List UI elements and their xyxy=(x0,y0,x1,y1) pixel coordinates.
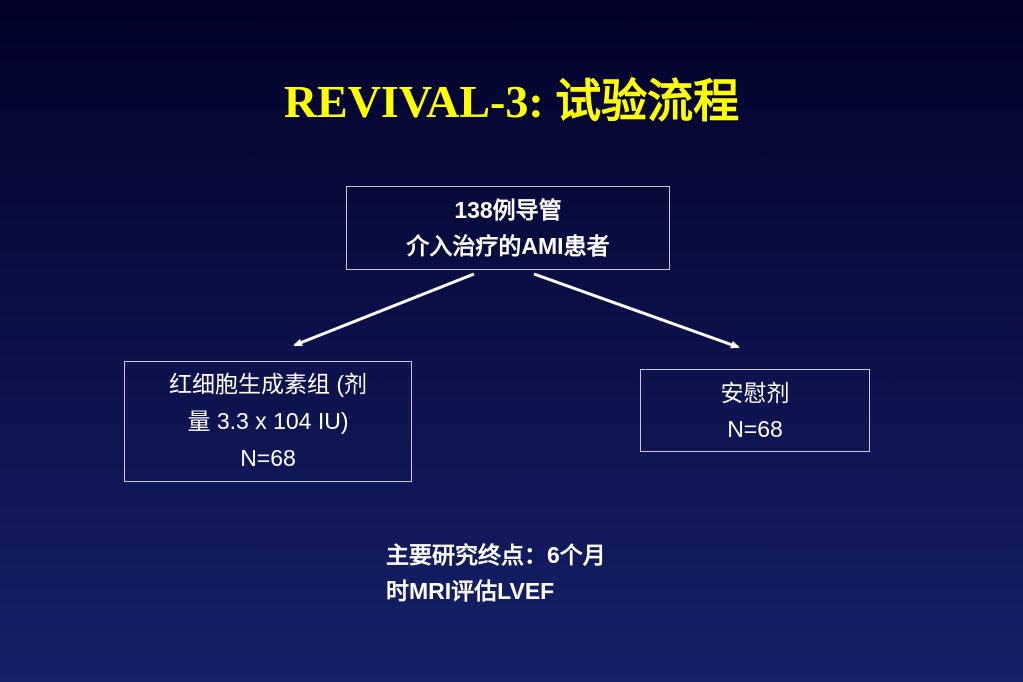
epo-group-line-2: 量 3.3 x 104 IU) xyxy=(187,408,349,434)
placebo-group-line-1: 安慰剂 xyxy=(720,379,790,406)
enrollment-box: 138例导管 介入治疗的AMI患者 xyxy=(346,186,670,270)
primary-endpoint-text: 主要研究终点：6个月 时MRI评估LVEF xyxy=(386,537,606,609)
epo-group-line-3: N=68 xyxy=(240,445,296,471)
placebo-group-line-2: N=68 xyxy=(727,415,783,442)
arrow-to-epo-group xyxy=(293,272,475,347)
arrow-to-placebo-group xyxy=(533,272,740,349)
epo-group-line-1: 红细胞生成素组 (剂 xyxy=(168,371,368,397)
enrollment-line-1: 138例导管 xyxy=(454,197,562,223)
epo-group-box: 红细胞生成素组 (剂 量 3.3 x 104 IU) N=68 xyxy=(124,361,412,482)
placebo-group-box: 安慰剂 N=68 xyxy=(640,369,870,452)
endpoint-line-2: 时MRI评估LVEF xyxy=(386,578,555,604)
slide-title: REVIVAL-3: 试验流程 xyxy=(283,76,740,127)
endpoint-line-1: 主要研究终点：6个月 xyxy=(386,542,606,568)
enrollment-line-2: 介入治疗的AMI患者 xyxy=(406,233,610,259)
